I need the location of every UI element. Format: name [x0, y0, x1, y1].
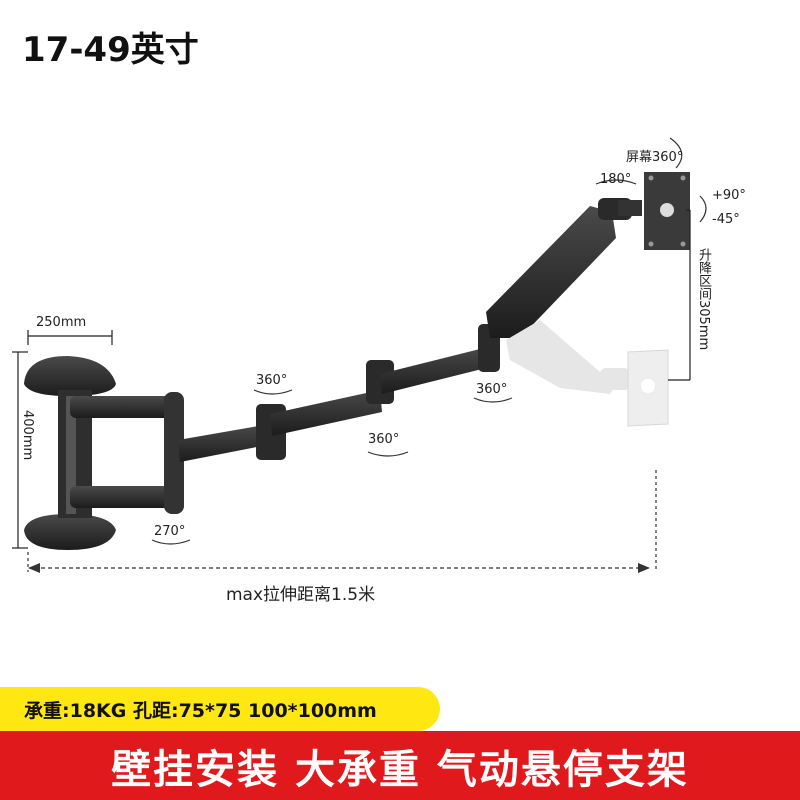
height-dimension: [12, 351, 28, 549]
rotation-arrows: [151, 137, 707, 545]
tilt-up-label: +90°: [712, 188, 746, 203]
tilt-down-label: -45°: [712, 212, 740, 227]
width-dimension: [27, 330, 113, 345]
lowered-arm-ghost: [506, 320, 669, 427]
reach-dimension: [27, 470, 657, 573]
joint-rotation-label-a: 360°: [256, 373, 288, 388]
tilt-180-label: 180°: [600, 172, 632, 187]
wall-rotation-label: 270°: [154, 524, 186, 539]
lift-label: 升降区间305mm: [696, 248, 711, 351]
vesa-plate: [644, 172, 690, 250]
page-title: 17-49英寸: [22, 30, 199, 70]
screen-rotation-label: 屏幕360°: [626, 150, 684, 165]
extension-arm: [178, 324, 500, 462]
feature-banner: 壁挂安装 大承重 气动悬停支架: [0, 731, 800, 800]
joint-rotation-label-c: 360°: [476, 382, 508, 397]
lift-dimension: [668, 209, 691, 381]
joint-rotation-label-b: 360°: [368, 432, 400, 447]
reach-label: max拉伸距离1.5米: [226, 585, 376, 605]
height-label: 400mm: [20, 410, 35, 461]
wall-plate: [24, 356, 116, 550]
wall-arm: [70, 392, 184, 514]
gas-spring-arm: [486, 198, 642, 338]
width-label: 250mm: [36, 315, 87, 330]
spec-bar: 承重:18KG 孔距:75*75 100*100mm: [0, 687, 440, 731]
